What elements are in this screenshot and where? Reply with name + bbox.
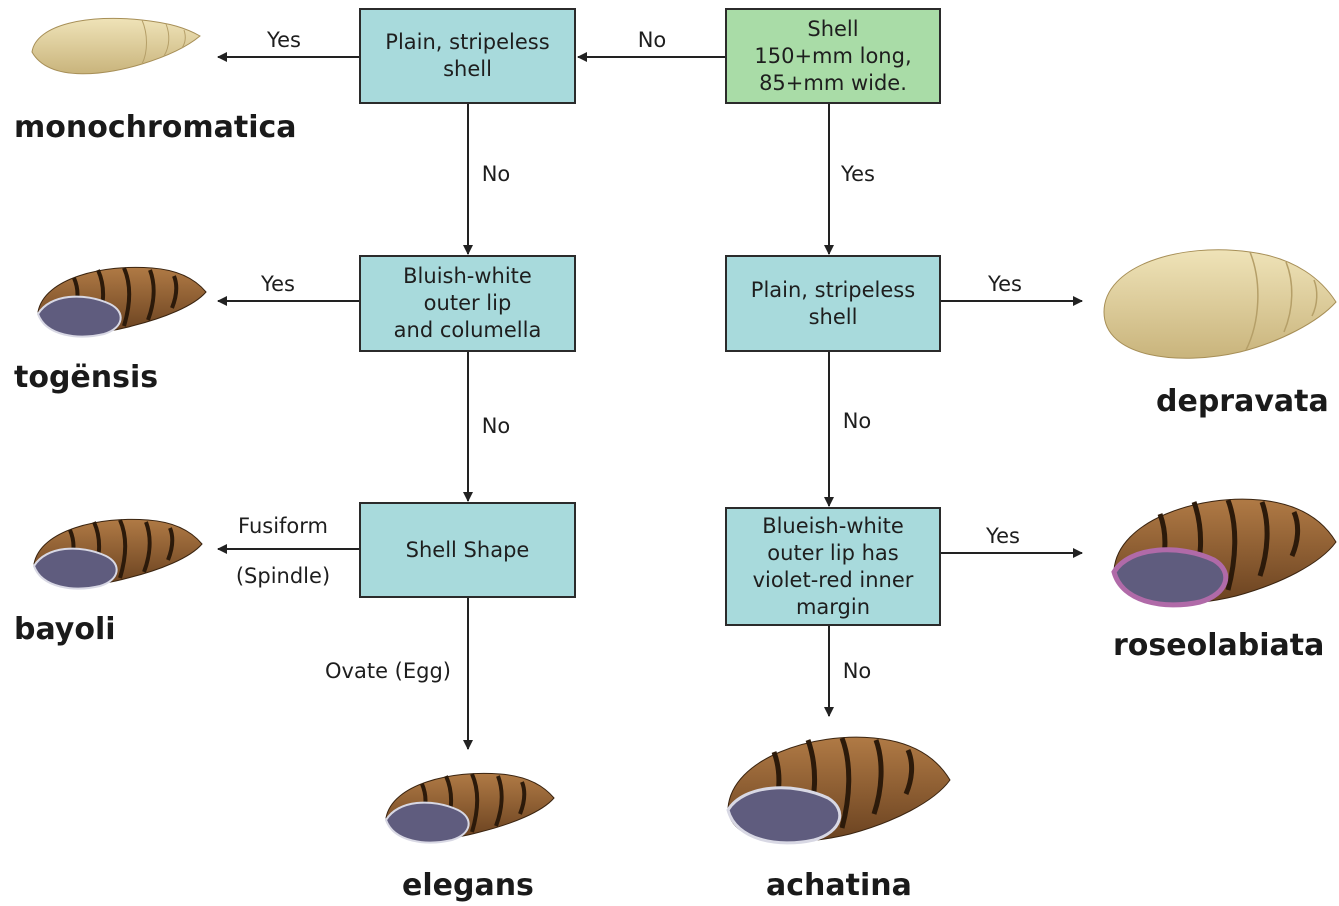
edge-label-fusiform: Fusiform bbox=[238, 514, 328, 538]
edge-label-plain-right-no: No bbox=[842, 409, 872, 433]
striped-snail-shell-icon bbox=[36, 266, 207, 338]
edge-label-violet-yes: Yes bbox=[986, 524, 1020, 548]
node-bluish-white-lip: Bluish-white outer lip and columella bbox=[359, 255, 576, 352]
node-shell-shape: Shell Shape bbox=[359, 502, 576, 598]
species-roseolabiata: roseolabiata bbox=[1113, 628, 1325, 663]
striped-snail-shell-icon bbox=[726, 736, 951, 845]
species-bayoli: bayoli bbox=[14, 612, 116, 647]
edge-label-plain-right-yes: Yes bbox=[988, 272, 1022, 296]
edge-label-root-yes: Yes bbox=[841, 162, 875, 186]
edge-label-plain-left-yes: Yes bbox=[267, 28, 301, 52]
edge-label-violet-no: No bbox=[842, 659, 872, 683]
rose-lipped-snail-shell-icon bbox=[1111, 498, 1337, 608]
striped-snail-shell-icon bbox=[32, 518, 203, 590]
plain-snail-shell-icon bbox=[1103, 249, 1337, 359]
species-elegans: elegans bbox=[402, 868, 534, 903]
edge-label-bluish-no: No bbox=[481, 414, 511, 438]
edge-label-ovate: Ovate (Egg) bbox=[325, 659, 451, 683]
plain-snail-shell-icon bbox=[31, 17, 201, 75]
species-achatina: achatina bbox=[766, 868, 912, 903]
species-togensis: togënsis bbox=[14, 360, 159, 395]
node-root-shell-size: Shell 150+mm long, 85+mm wide. bbox=[725, 8, 941, 104]
node-plain-stripeless-right: Plain, stripeless shell bbox=[725, 255, 941, 352]
node-plain-stripeless-left: Plain, stripeless shell bbox=[359, 8, 576, 104]
node-violet-red-margin: Blueish-white outer lip has violet-red i… bbox=[725, 507, 941, 626]
edge-label-bluish-yes: Yes bbox=[261, 272, 295, 296]
edge-label-plain-left-no: No bbox=[481, 162, 511, 186]
species-monochromatica: monochromatica bbox=[14, 110, 297, 145]
species-depravata: depravata bbox=[1156, 384, 1329, 419]
striped-snail-shell-icon bbox=[384, 772, 555, 844]
edge-label-root-no: No bbox=[637, 28, 667, 52]
edge-label-spindle: (Spindle) bbox=[235, 564, 331, 588]
